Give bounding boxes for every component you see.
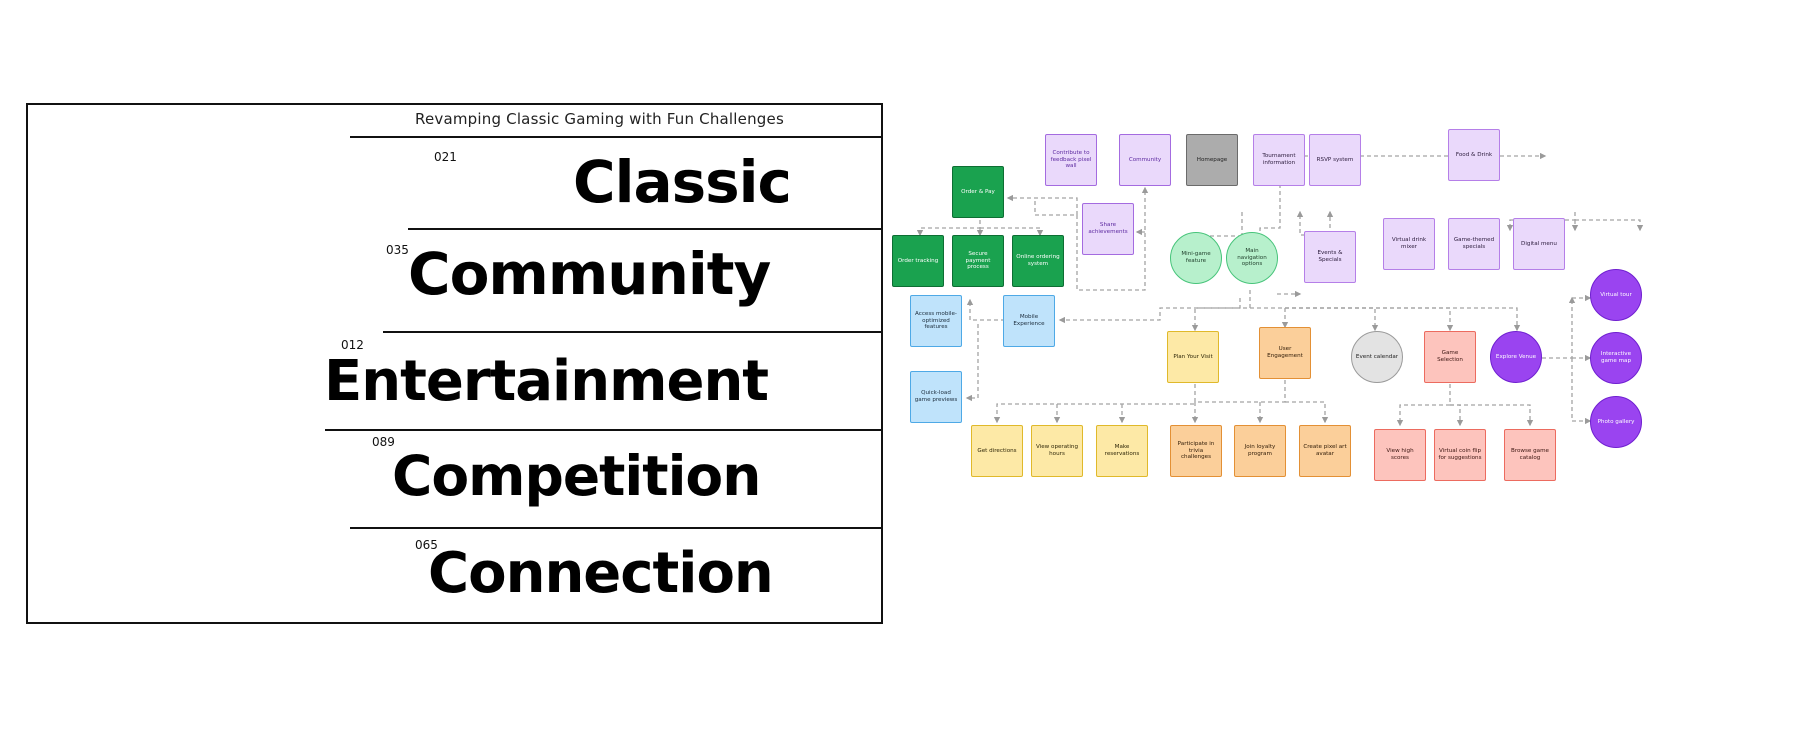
- node-view-hours: View operating hours: [1031, 425, 1083, 477]
- row-number-1: 021: [434, 150, 457, 164]
- node-event-calendar: Event calendar: [1351, 331, 1403, 383]
- connector-lines: [916, 152, 1644, 427]
- row-number-4: 089: [372, 435, 395, 449]
- node-tournament-info: Tournament information: [1253, 134, 1305, 186]
- row-word-entertainment: Entertainment: [324, 349, 769, 414]
- node-mobile-experience: Mobile Experience: [1003, 295, 1055, 347]
- row-number-5: 065: [415, 538, 438, 552]
- node-interactive-map: Interactive game map: [1590, 332, 1642, 384]
- node-game-specials: Game-themed specials: [1448, 218, 1500, 270]
- divider-3: [383, 331, 883, 333]
- node-trivia: Participate in trivia challenges: [1170, 425, 1222, 477]
- node-order-tracking: Order tracking: [892, 235, 944, 287]
- poster-subtitle: Revamping Classic Gaming with Fun Challe…: [415, 110, 784, 128]
- node-quick-load: Quick-load game previews: [910, 371, 962, 423]
- poster-frame: Revamping Classic Gaming with Fun Challe…: [26, 103, 883, 624]
- node-online-ordering: Online ordering system: [1012, 235, 1064, 287]
- divider-5: [350, 527, 883, 529]
- row-word-connection: Connection: [428, 541, 774, 606]
- node-order-pay: Order & Pay: [952, 166, 1004, 218]
- node-rsvp: RSVP system: [1309, 134, 1361, 186]
- node-homepage: Homepage: [1186, 134, 1238, 186]
- node-events-specials: Events & Specials: [1304, 231, 1356, 283]
- node-virtual-tour: Virtual tour: [1590, 269, 1642, 321]
- node-virtual-drink: Virtual drink mixer: [1383, 218, 1435, 270]
- node-coin-flip: Virtual coin flip for suggestions: [1434, 429, 1486, 481]
- row-word-competition: Competition: [392, 444, 761, 508]
- sitemap-diagram: Order & Pay Order tracking Secure paymen…: [892, 129, 1780, 580]
- node-high-scores: View high scores: [1374, 429, 1426, 481]
- node-user-engagement: User Engagement: [1259, 327, 1311, 379]
- node-loyalty: Join loyalty program: [1234, 425, 1286, 477]
- row-word-classic: Classic: [573, 148, 792, 216]
- node-main-navigation: Main navigation options: [1226, 232, 1278, 284]
- node-explore-venue: Explore Venue: [1490, 331, 1542, 383]
- divider-4: [325, 429, 883, 431]
- node-mini-game: Mini-game feature: [1170, 232, 1222, 284]
- node-food-drink: Food & Drink: [1448, 129, 1500, 181]
- node-secure-payment: Secure payment process: [952, 235, 1004, 287]
- node-get-directions: Get directions: [971, 425, 1023, 477]
- node-make-reservations: Make reservations: [1096, 425, 1148, 477]
- node-contribute-pixel: Contribute to feedback pixel wall: [1045, 134, 1097, 186]
- node-share-achievements: Share achievements: [1082, 203, 1134, 255]
- row-number-3: 012: [341, 338, 364, 352]
- row-word-community: Community: [408, 240, 771, 308]
- divider-2: [408, 228, 883, 230]
- node-pixel-avatar: Create pixel art avatar: [1299, 425, 1351, 477]
- node-photo-gallery: Photo gallery: [1590, 396, 1642, 448]
- divider-1: [350, 136, 883, 138]
- node-community: Community: [1119, 134, 1171, 186]
- node-plan-visit: Plan Your Visit: [1167, 331, 1219, 383]
- node-browse-catalog: Browse game catalog: [1504, 429, 1556, 481]
- row-number-2: 035: [386, 243, 409, 257]
- node-digital-menu: Digital menu: [1513, 218, 1565, 270]
- node-game-selection: Game Selection: [1424, 331, 1476, 383]
- node-access-mobile: Access mobile-optimized features: [910, 295, 962, 347]
